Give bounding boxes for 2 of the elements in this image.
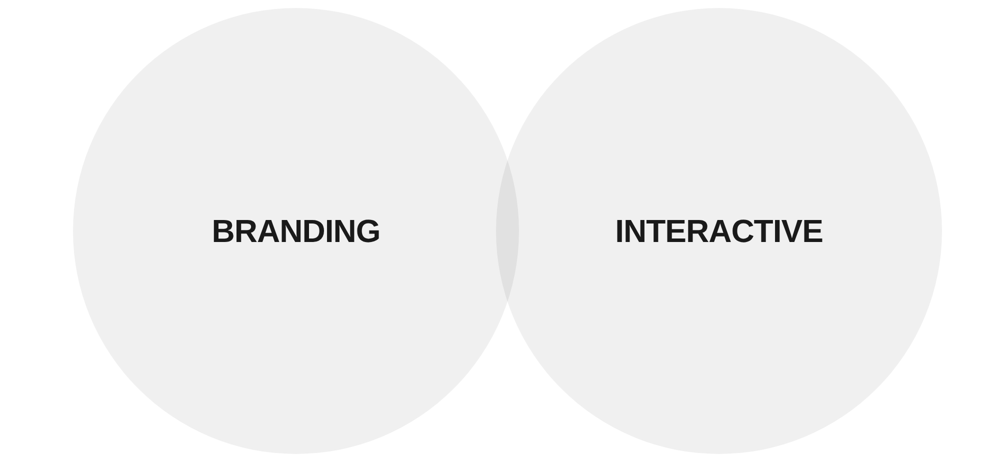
circle-label: BRANDING	[212, 212, 380, 250]
circle-label: INTERACTIVE	[615, 212, 823, 250]
